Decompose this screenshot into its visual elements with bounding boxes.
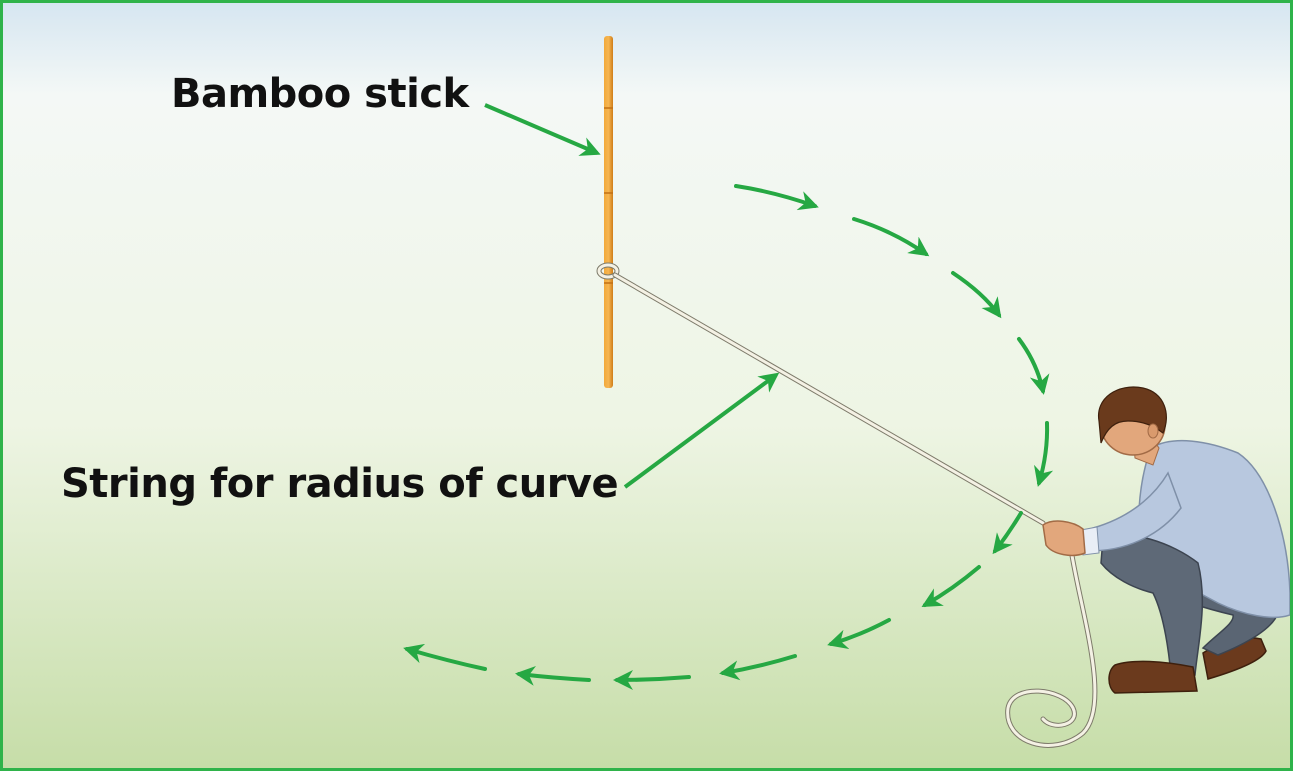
bamboo-stick-pointer xyxy=(484,103,601,156)
curve-arrow-10 xyxy=(613,669,691,690)
curve-arrow-3 xyxy=(951,271,1002,319)
background xyxy=(3,3,1290,768)
curve-layout-illustration xyxy=(3,3,1290,768)
curve-arrow-12 xyxy=(403,643,487,671)
string-pointer xyxy=(623,372,780,489)
string-radius-label: String for radius of curve xyxy=(61,461,619,507)
curve-arrow-9 xyxy=(719,654,797,681)
curve-arrow-8 xyxy=(827,618,891,649)
bamboo-stick-icon xyxy=(604,36,613,388)
curve-arrow-6 xyxy=(992,511,1023,555)
curve-path-arrows xyxy=(403,184,1054,690)
crouching-man-icon xyxy=(1042,386,1290,694)
curve-arrow-11 xyxy=(515,665,591,686)
string-icon xyxy=(596,262,1098,748)
label-pointers xyxy=(484,103,780,489)
curve-arrow-1 xyxy=(734,184,819,211)
curve-arrow-2 xyxy=(852,217,930,257)
curve-arrow-4 xyxy=(1017,337,1050,395)
curve-arrow-7 xyxy=(921,565,981,607)
curve-arrow-5 xyxy=(1034,421,1054,487)
bamboo-stick-label: Bamboo stick xyxy=(171,71,469,117)
